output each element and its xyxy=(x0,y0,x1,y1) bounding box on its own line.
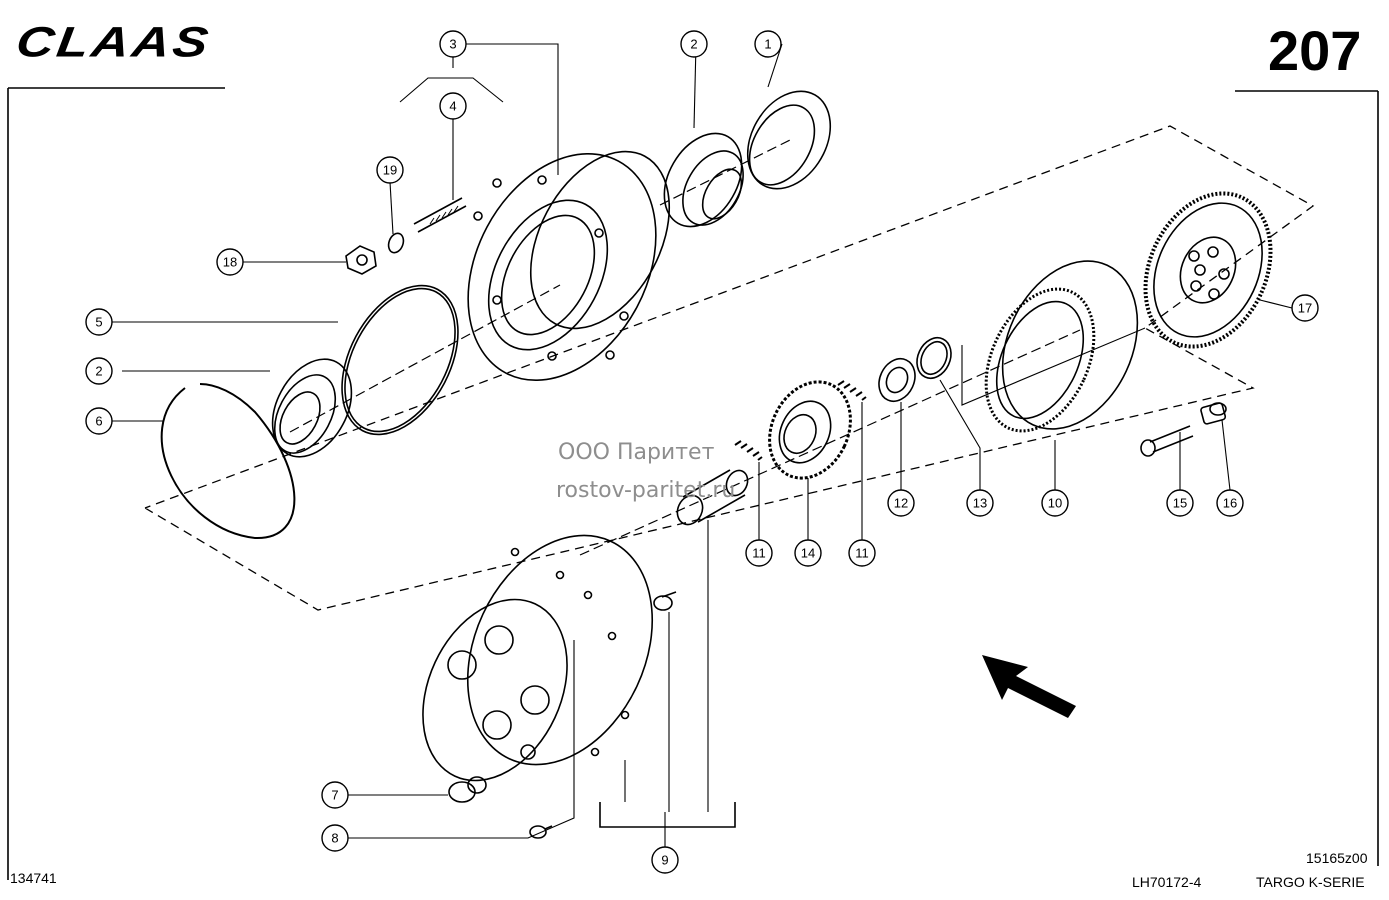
part-10-ring-gear xyxy=(984,260,1139,433)
callout-8-label: 8 xyxy=(331,831,338,846)
callout-13 xyxy=(966,489,994,517)
part-4-stud-bolt xyxy=(413,197,467,233)
callout-9-label: 9 xyxy=(661,853,668,868)
callout-12 xyxy=(887,489,915,517)
callout-3 xyxy=(439,30,467,58)
callout-4-label: 4 xyxy=(449,99,456,114)
callout-15-label: 15 xyxy=(1173,496,1187,511)
diagram-code: 15165z00 xyxy=(1306,850,1368,866)
callout-14-label: 14 xyxy=(801,546,815,561)
axis-line-right xyxy=(659,139,791,206)
part-16-bushing xyxy=(1200,402,1227,425)
callout-11-left-label: 11 xyxy=(752,546,766,561)
callout-11-left xyxy=(745,539,773,567)
callout-16 xyxy=(1216,489,1244,517)
callout-3-label: 3 xyxy=(449,37,456,52)
part-15-bolt xyxy=(1140,425,1194,457)
part-6-snap-ring xyxy=(160,383,296,540)
part-18-nut xyxy=(345,245,377,275)
arrow-up-left-icon xyxy=(982,655,1076,718)
callout-17 xyxy=(1291,294,1319,322)
callout-17-label: 17 xyxy=(1298,301,1312,316)
leader-17 xyxy=(1259,299,1293,309)
callout-1-label: 1 xyxy=(764,37,771,52)
callout-2-upper-label: 2 xyxy=(690,37,697,52)
series-name: TARGO K-SERIE xyxy=(1256,874,1365,890)
leader-8 xyxy=(348,640,575,839)
axis-line-lower xyxy=(579,329,1081,556)
callout-2-upper xyxy=(680,30,708,58)
part-1-bearing-cup xyxy=(746,90,832,190)
watermark-website: rostov-paritet.ru xyxy=(556,478,736,503)
watermark-company: ООО Паритет xyxy=(558,440,715,465)
leader-19 xyxy=(389,181,394,235)
callout-5-label: 5 xyxy=(95,315,102,330)
callout-18-label: 18 xyxy=(223,255,237,270)
part-9-bracket xyxy=(599,802,736,828)
part-9-wheel-hub xyxy=(422,534,654,782)
callout-10-label: 10 xyxy=(1048,496,1062,511)
callout-7 xyxy=(321,781,349,809)
part-2-roller-bearing-upper xyxy=(663,132,744,228)
callout-11-right-label: 11 xyxy=(855,546,869,561)
callout-19 xyxy=(376,156,404,184)
part-number: LH70172-4 xyxy=(1132,874,1202,890)
callout-11-right xyxy=(848,539,876,567)
callout-18 xyxy=(216,248,244,276)
part-3-flange-housing xyxy=(467,150,671,382)
part-5-o-ring xyxy=(341,284,459,436)
callout-2-lower xyxy=(85,357,113,385)
part-11-needle-bearing-left xyxy=(734,440,763,461)
bracket-3 xyxy=(399,77,504,103)
callout-15 xyxy=(1166,489,1194,517)
assembly-dashed-outline xyxy=(144,125,1315,611)
part-2-roller-bearing-lower xyxy=(271,358,353,458)
part-8-screw xyxy=(529,825,553,839)
leader-2a xyxy=(693,43,697,129)
part-17-carrier-gear xyxy=(1143,191,1273,349)
leader-3 xyxy=(466,43,559,175)
callout-10 xyxy=(1041,489,1069,517)
leader-16 xyxy=(1221,419,1231,491)
part-11-needle-bearing-right xyxy=(837,380,867,401)
part-9-pin xyxy=(653,591,677,611)
callout-2-lower-label: 2 xyxy=(95,364,102,379)
callout-13-label: 13 xyxy=(973,496,987,511)
part-12-thrust-washer xyxy=(878,358,916,402)
part-14-planet-gear xyxy=(768,380,852,480)
callout-4 xyxy=(439,92,467,120)
callout-14 xyxy=(794,539,822,567)
callout-8 xyxy=(321,824,349,852)
bracket-10-13 xyxy=(961,327,1146,406)
callout-1 xyxy=(754,30,782,58)
drawing-number: 134741 xyxy=(10,870,57,886)
callout-9 xyxy=(651,846,679,874)
callout-16-label: 16 xyxy=(1223,496,1237,511)
callout-12-label: 12 xyxy=(894,496,908,511)
callouts xyxy=(85,30,1319,874)
callout-19-label: 19 xyxy=(383,163,397,178)
callout-5 xyxy=(85,308,113,336)
part-planet-shaft xyxy=(676,469,749,526)
part-19-washer xyxy=(387,232,405,254)
leader-13 xyxy=(939,379,981,490)
part-7-drain-plug xyxy=(448,776,487,803)
part-13-circlip xyxy=(916,337,952,379)
page-number: 207 xyxy=(1268,19,1362,82)
callout-6 xyxy=(85,407,113,435)
callout-7-label: 7 xyxy=(331,788,338,803)
callout-6-label: 6 xyxy=(95,414,102,429)
